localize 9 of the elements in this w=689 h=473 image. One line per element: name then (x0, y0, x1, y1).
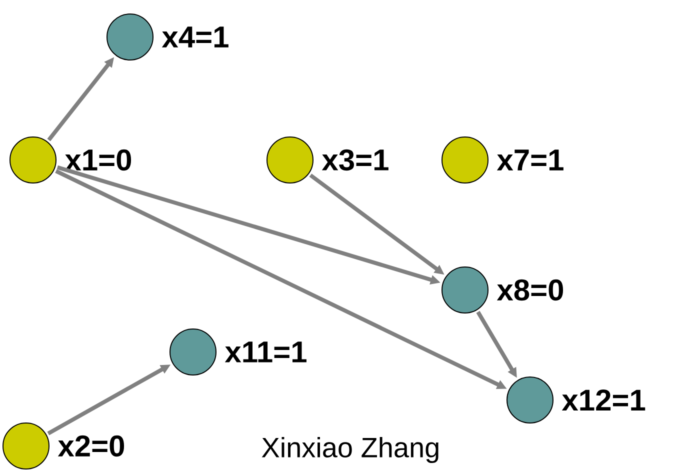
node-label: x4=1 (162, 26, 228, 48)
node-label: x3=1 (322, 149, 388, 171)
node-label: x2=0 (58, 435, 124, 457)
node-label: x1=0 (64, 149, 132, 171)
node-label: x12=1 (562, 390, 646, 410)
author-name: Xinxiao Zhang (262, 436, 438, 464)
node-label: x7=1 (496, 150, 564, 170)
node-label: x8=0 (496, 279, 564, 301)
node-label: x11=1 (224, 342, 306, 362)
